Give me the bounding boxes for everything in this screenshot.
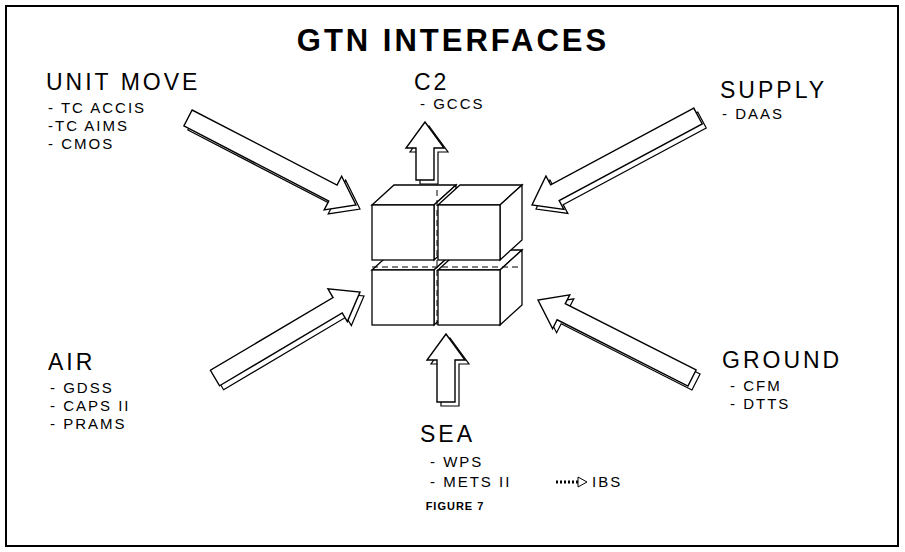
hollow-arrow [427,334,465,402]
cube-seam [372,267,522,268]
system-label: - GCCS [420,96,485,113]
transition-arrow [556,481,578,484]
system-label: - PRAMS [50,416,127,433]
frame-border [6,6,898,546]
hollow-arrow [406,122,444,180]
cube-stack [372,185,522,325]
system-label: - CAPS II [50,398,131,415]
system-label: - METS II [430,474,511,491]
system-label: - WPS [430,454,483,471]
cube [438,185,522,260]
category-label: C2 [414,70,449,95]
cube-seam [437,190,438,325]
system-label: - DTTS [730,396,790,413]
hollow-arrow [210,289,360,386]
diagram-title: GTN INTERFACES [297,24,609,58]
cube-front [438,205,500,260]
system-label: - CMOS [48,136,114,153]
cube [438,250,522,325]
system-label: - DAAS [722,106,784,123]
cube-side [500,250,522,325]
cube-front [438,270,500,325]
figure-caption: FIGURE 7 [426,500,485,512]
cube-front [372,270,434,325]
transition-arrowhead [578,477,587,487]
hollow-arrow [532,108,702,209]
system-label: - CFM [730,378,782,395]
hollow-arrow [538,295,696,386]
system-label: - TC ACCIS [48,100,146,117]
category-label: SEA [420,422,475,447]
system-label: IBS [592,474,622,491]
cube-side [500,185,522,260]
interface-arrows [184,108,706,406]
hollow-arrow [184,110,356,210]
category-label: AIR [48,350,95,375]
cube-front [372,205,434,260]
system-label: - GDSS [50,380,114,397]
system-label: -TC AIMS [48,118,129,135]
category-label: SUPPLY [720,78,827,103]
category-label: GROUND [722,348,842,373]
category-label: UNIT MOVE [46,70,200,95]
